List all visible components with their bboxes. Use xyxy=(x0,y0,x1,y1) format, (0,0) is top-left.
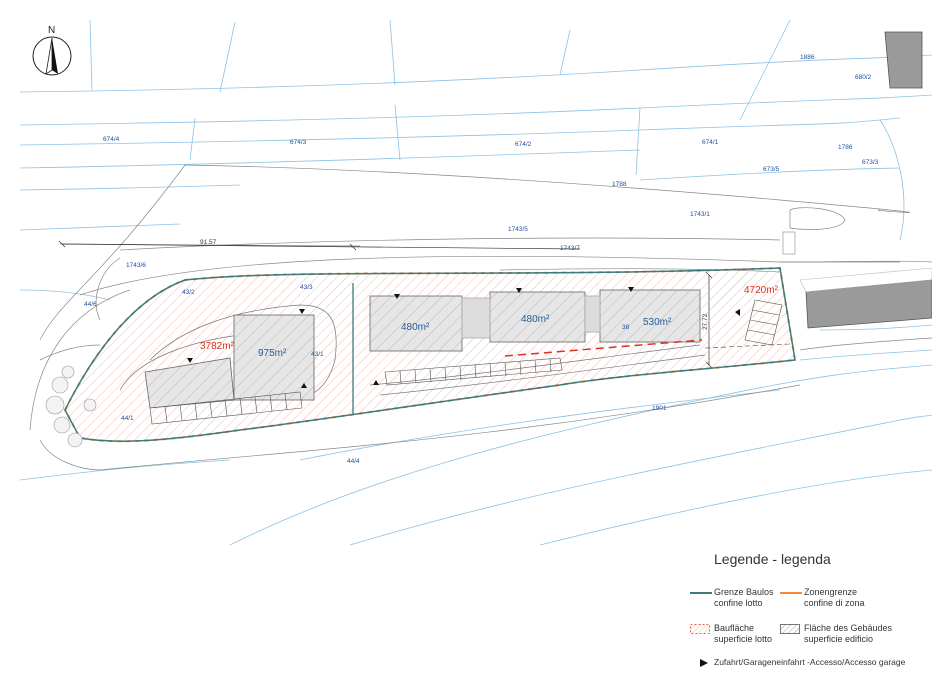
zone-swatch xyxy=(780,592,802,594)
access-icon xyxy=(516,288,522,293)
lot-area-swatch xyxy=(690,624,710,634)
access-icon xyxy=(187,358,193,363)
parcel-label: 1788 xyxy=(612,181,627,188)
parcel-labels: 1886 680/2 674/4 674/3 674/2 674/1 1786 … xyxy=(84,54,879,465)
driveways xyxy=(119,304,706,396)
parcel-label: 1743/6 xyxy=(126,262,146,269)
access-triangle-icon xyxy=(700,659,708,667)
parcel-label: 674/3 xyxy=(290,139,307,146)
existing-building-east-steps xyxy=(799,267,932,293)
parcel-label: 1901 xyxy=(652,405,667,412)
cadastral-lines xyxy=(19,19,932,546)
parcel-label: 680/2 xyxy=(855,74,872,81)
parcel-label: 43/2 xyxy=(182,289,195,296)
building-2 xyxy=(489,291,586,343)
vegetation xyxy=(45,365,97,448)
access-icon xyxy=(394,294,400,299)
lot-west-area-label: 3782m² xyxy=(200,341,235,352)
parcel-label: 1786 xyxy=(838,144,853,151)
compass: N xyxy=(32,25,72,76)
lot-boundary xyxy=(64,267,796,443)
legend-access-label: Zufahrt/Garageneinfahrt -Accesso/Accesso… xyxy=(714,657,906,667)
access-markers xyxy=(187,287,740,388)
dimension-width-label: 27.72 xyxy=(702,313,709,330)
building-2-area-label: 480m² xyxy=(521,314,550,325)
parcel-label: 673/3 xyxy=(862,159,879,166)
parcel-label: 43/3 xyxy=(300,284,313,291)
access-icon xyxy=(301,383,307,388)
compass-label: N xyxy=(48,25,55,36)
access-icon xyxy=(628,287,634,292)
parcel-label: 674/4 xyxy=(103,136,120,143)
red-dashed-line xyxy=(504,339,703,357)
boundary-swatch xyxy=(690,592,712,594)
stair-marking xyxy=(782,231,796,255)
parcel-label: 44/1 xyxy=(121,415,134,422)
building-area-swatch xyxy=(780,624,800,634)
existing-building-east xyxy=(805,279,932,329)
building-west-wing xyxy=(144,357,235,409)
building-3-area-label: 530m² xyxy=(643,317,672,328)
parcel-label: 44/4 xyxy=(347,458,360,465)
parcel-label: 43/1 xyxy=(311,351,324,358)
parcel-label: 1743/7 xyxy=(560,245,580,252)
dimension-length xyxy=(58,240,581,251)
parking-stalls-east xyxy=(384,357,563,386)
existing-building-northeast xyxy=(884,31,923,89)
parcel-label: 673/5 xyxy=(763,166,780,173)
building-1-area-label: 480m² xyxy=(401,322,430,333)
parcel-label: 1886 xyxy=(800,54,815,61)
buildings xyxy=(144,289,701,409)
building-1 xyxy=(369,295,463,352)
parcel-label: 44/6 xyxy=(84,301,97,308)
parcel-label: 674/2 xyxy=(515,141,532,148)
parcel-label: 1743/1 xyxy=(690,211,710,218)
parcel-label: 38 xyxy=(622,324,630,331)
building-west xyxy=(233,314,315,401)
lot-east-area-label: 4720m² xyxy=(744,285,779,296)
parking-stalls-west xyxy=(149,391,303,425)
building-west-area-label: 975m² xyxy=(258,348,287,359)
building-3 xyxy=(599,289,701,343)
parcel-label: 674/1 xyxy=(702,139,719,146)
dimension-length-label: 91.57 xyxy=(200,239,217,246)
access-icon xyxy=(373,380,379,385)
access-icon xyxy=(299,309,305,314)
access-icon xyxy=(735,309,740,316)
parcel-label: 1743/5 xyxy=(508,226,528,233)
legend-title: Legende - legenda xyxy=(714,551,831,567)
